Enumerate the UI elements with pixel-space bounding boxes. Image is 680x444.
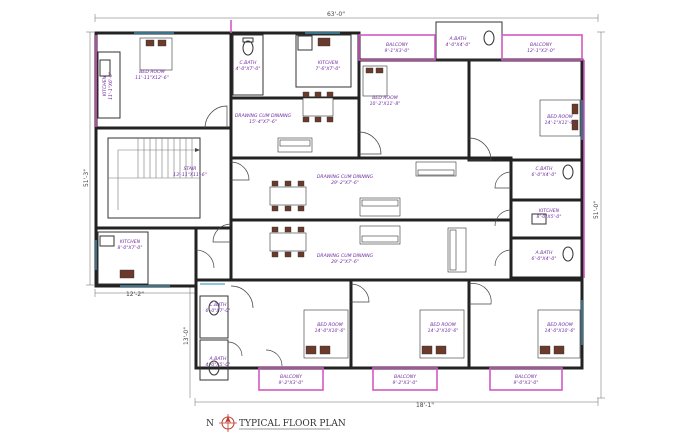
north-arrow-icon xyxy=(219,414,237,432)
furniture-sofas xyxy=(277,137,467,273)
dim-bottom-overall: 18'-1" xyxy=(416,402,434,409)
dim-right-overall: 51'-0" xyxy=(593,201,600,219)
dim-bottom-left: 12'-2" xyxy=(126,291,144,298)
balconies xyxy=(95,20,585,391)
staircase xyxy=(107,137,201,219)
dim-left-lower: 13'-0" xyxy=(183,327,190,345)
plan-title: TYPICAL FLOOR PLAN xyxy=(239,419,346,429)
fixtures xyxy=(99,30,574,376)
title-block: N TYPICAL FLOOR PLAN xyxy=(206,414,346,432)
furniture-beds xyxy=(139,37,581,359)
label-kitchen-left: KITCHEN11'-1"X6'-0" xyxy=(102,72,114,100)
dim-top-overall: 63'-0" xyxy=(327,11,345,18)
windows xyxy=(95,32,583,345)
north-label: N xyxy=(206,419,214,429)
dim-left-overall: 51'-3" xyxy=(83,169,90,187)
furniture-dining xyxy=(269,91,334,258)
doors xyxy=(195,105,512,367)
dimension-lines: 63'-0" 51'-3" 51'-0" 18'-1" 12'-2" 13'-0… xyxy=(83,11,605,409)
